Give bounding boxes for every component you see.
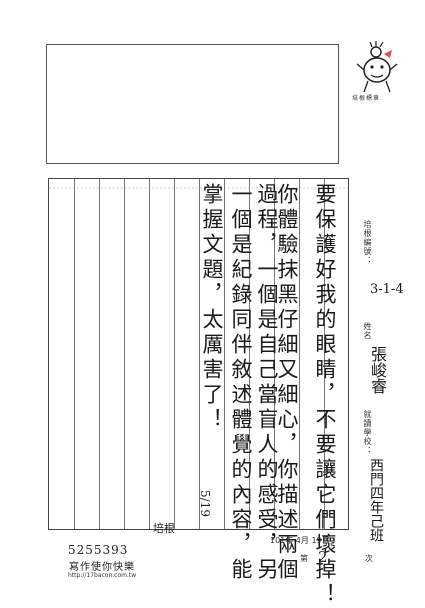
footer-date: 101年 4月 19日 (270, 536, 330, 545)
signoff-date: 5/19 (198, 490, 212, 517)
page-number: 2 (318, 548, 328, 566)
comment-column-1: 要保護好我的眼睛，不要讓它們壞掉！ (313, 183, 337, 608)
number-label: 培根編號： (363, 220, 372, 265)
grid-column-line (174, 179, 175, 529)
grid-column-line (149, 179, 150, 529)
logo-caption: 培根標章 (352, 95, 381, 102)
grid-column-line (224, 179, 225, 529)
name-label: 姓名 (363, 322, 372, 340)
number-value: 3-1-4 (370, 282, 404, 297)
footer-page-label: 第 (300, 554, 308, 563)
brand-url: http://17bacon.com.tw (68, 572, 137, 579)
bacon-mascot-logo (356, 41, 398, 93)
grid-column-line (249, 179, 250, 529)
barcode-number: 5255393 (68, 543, 129, 557)
teacher-mark: 培根 (153, 522, 175, 535)
grid-column-line (299, 179, 300, 529)
grid-column-line (74, 179, 75, 529)
grid-column-line (124, 179, 125, 529)
header-box (46, 44, 339, 164)
school-label: 就讀學校： (363, 410, 372, 455)
name-value: 張峻睿 (368, 346, 387, 394)
brand-slogan: 寫作使你快樂 (69, 562, 135, 573)
comment-column-5: 掌握文題，太厲害了！ (200, 183, 224, 433)
grid-column-line (274, 179, 275, 529)
grid-column-line (99, 179, 100, 529)
grid-column-line (199, 179, 200, 529)
footer-page-suffix: 次 (365, 554, 373, 563)
grid-column-line (324, 179, 325, 529)
comment-column-4: 一個是紀錄同伴敘述體覺的內容，能 (229, 183, 253, 583)
comment-column-2: 你體驗抹黑仔細又細心，你描述兩個 (275, 183, 299, 583)
comment-column-3: 過程，一個是自己當盲人的感受，另 (255, 183, 279, 583)
school-value: 西門四年己班 (368, 458, 384, 542)
writing-grid (48, 178, 349, 530)
